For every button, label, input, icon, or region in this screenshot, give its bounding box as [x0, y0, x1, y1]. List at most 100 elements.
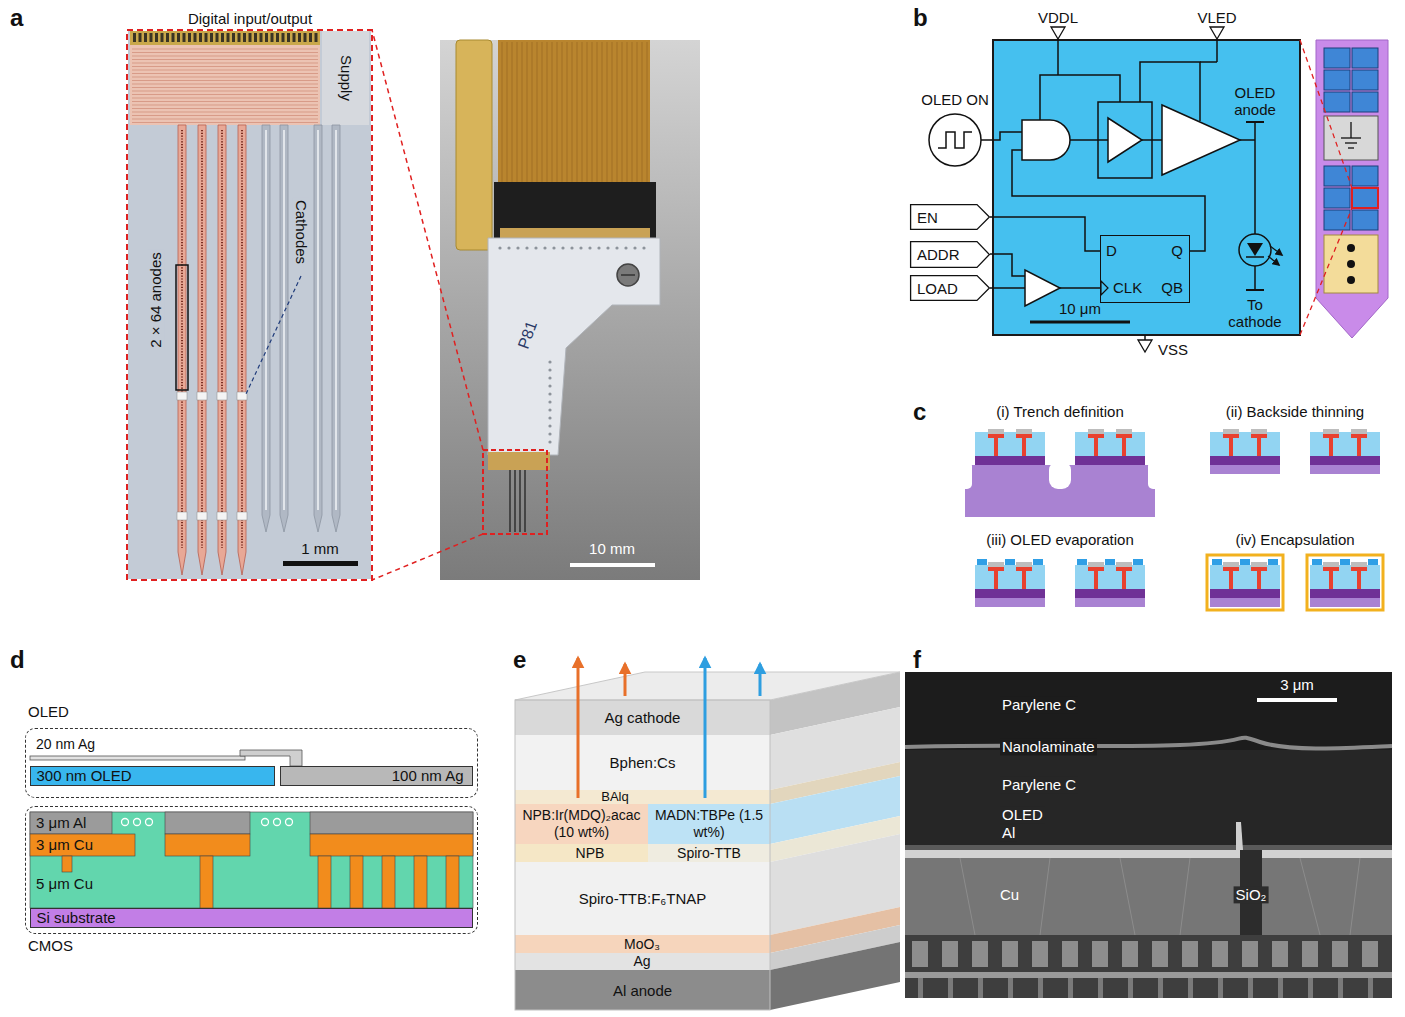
oled-pixel: [1033, 559, 1043, 565]
pcb-via: [507, 246, 510, 249]
opening-dot: [286, 819, 293, 826]
flex-trace: [602, 42, 603, 188]
bond-pad: [1351, 429, 1367, 434]
oled-layer: [905, 845, 1392, 850]
routing-line: [132, 122, 318, 123]
oled-pixel: [1133, 559, 1143, 565]
diode-symbol: [1247, 243, 1263, 256]
parylene-layer: [905, 750, 1392, 845]
pcb-via: [624, 246, 627, 249]
bond-pad: [205, 33, 208, 42]
routing-line: [132, 115, 318, 116]
routing-line: [132, 84, 318, 85]
copper-layer: [30, 834, 135, 856]
pixel-cell: [1324, 92, 1350, 112]
pixel-cell: [1324, 210, 1350, 230]
encapsulation: [1307, 555, 1383, 610]
substrate-layer: Si substrate: [30, 908, 473, 928]
flex-trace: [607, 42, 608, 188]
trench: [960, 461, 972, 489]
wire: [1070, 139, 1108, 141]
bond-pad-strip: [130, 31, 320, 45]
wire: [1144, 335, 1146, 340]
flex-trace: [587, 42, 588, 188]
metal-line: [1302, 941, 1318, 967]
via-cap: [1223, 434, 1239, 438]
via-cap: [1088, 567, 1104, 571]
pcb-via: [543, 246, 546, 249]
scale-bar: [283, 561, 358, 566]
bond-pad: [988, 429, 1004, 434]
flex-trace: [512, 42, 513, 188]
layer-name: 20 nm Ag: [36, 736, 95, 752]
via-cap: [1251, 434, 1267, 438]
dielectric-layer: [1210, 432, 1280, 456]
layer-name: Ag: [633, 953, 650, 969]
via: [1329, 570, 1333, 589]
bond-pad: [1251, 429, 1267, 434]
anode-shank: [238, 125, 246, 575]
pixel-cell: [1352, 92, 1378, 112]
metal-line: [1092, 941, 1108, 967]
thin-silver-layer: [30, 756, 245, 760]
probe-shank: [509, 470, 510, 532]
flex-trace: [632, 42, 633, 188]
opening-dot: [122, 819, 129, 826]
wire: [1200, 61, 1217, 63]
emission-arrow: [759, 664, 762, 696]
pcb-via: [516, 246, 519, 249]
bond-pad: [260, 33, 263, 42]
shank-marker: [237, 512, 247, 520]
bond-pad: [1323, 429, 1339, 434]
die: [975, 559, 1045, 607]
flex-trace: [562, 42, 563, 188]
metal-via: [948, 978, 953, 998]
pcb-via: [548, 376, 551, 379]
copper-via: [62, 856, 72, 872]
layer-name: Nanolaminate: [1000, 738, 1097, 755]
shank-marker: [177, 512, 187, 520]
bond-pad: [221, 33, 224, 42]
oled-pixel: [1240, 559, 1250, 565]
diode-bar: [1246, 256, 1264, 258]
via-cap: [1016, 434, 1032, 438]
pin-name: CLK: [1113, 279, 1142, 296]
wire: [981, 132, 1022, 140]
stack-layer: [515, 790, 770, 804]
layer-name: Si substrate: [37, 909, 116, 926]
device-layer: [1310, 456, 1380, 465]
ground-symbol: [1341, 137, 1361, 138]
cathode-line: [265, 130, 267, 510]
flex-trace: [527, 42, 528, 188]
metal-line: [1272, 941, 1288, 967]
flex-trace: [627, 42, 628, 188]
metal-line: [942, 941, 958, 967]
routing-line: [132, 59, 318, 60]
via-cap: [1016, 567, 1032, 571]
layer-name: BAlq: [601, 790, 628, 805]
bond-pad: [315, 33, 318, 42]
clock-marker: [1101, 281, 1108, 295]
layer-name: SiO₂: [1234, 886, 1269, 903]
metal-via: [1068, 978, 1073, 998]
scale-bar: [1030, 321, 1130, 324]
thinned-substrate: [975, 598, 1045, 607]
bond-pad: [238, 33, 241, 42]
probe-shank: [524, 470, 525, 532]
contact-dot: [1347, 260, 1355, 268]
bond-pad: [216, 33, 219, 42]
shank-marker: [217, 392, 227, 400]
region-label: Supply: [337, 53, 354, 103]
pcb-via: [615, 246, 618, 249]
bond-pad: [309, 33, 312, 42]
bond-pad: [304, 33, 307, 42]
flex-trace: [592, 42, 593, 188]
pixel-cell: [1352, 210, 1378, 230]
trench: [1049, 461, 1071, 489]
electrode-column: [201, 130, 203, 548]
scale-label: 1 mm: [299, 540, 341, 557]
die: [1307, 555, 1383, 610]
flex-trace: [582, 42, 583, 188]
bond-pad: [1116, 562, 1132, 567]
